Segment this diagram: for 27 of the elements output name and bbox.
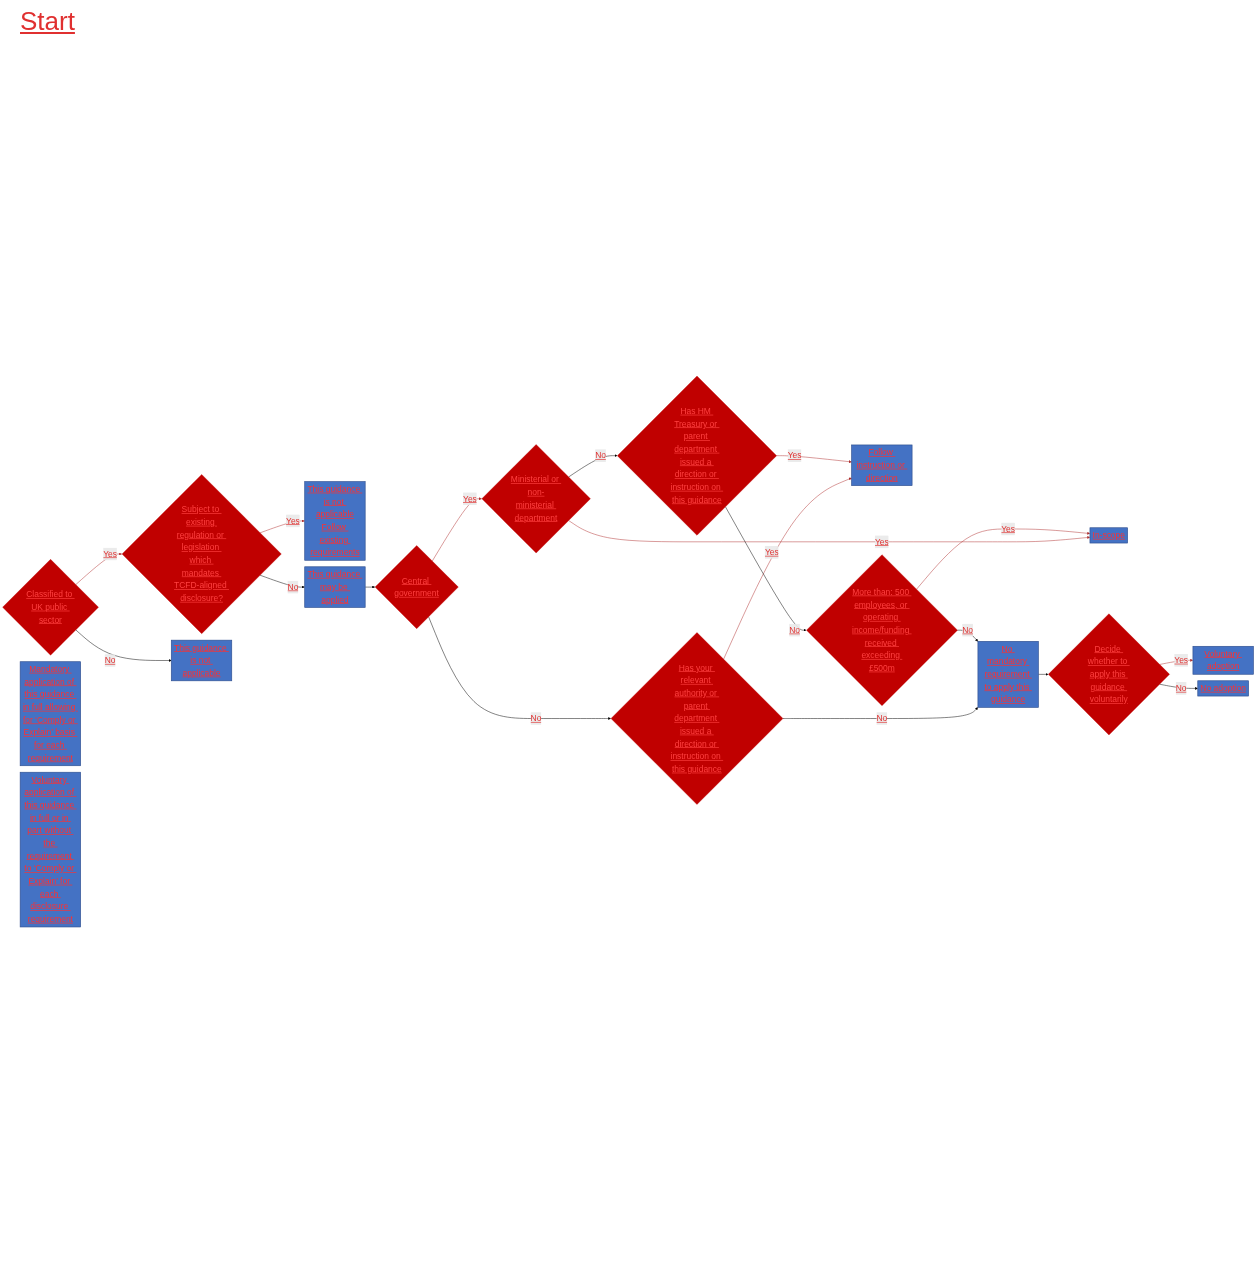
node-box: Voluntary application of this guidance in full or in part without the requirement to ‘Comply or Explain’ for each disclosure requirement — [19, 771, 81, 928]
edge-label: Yes — [1174, 655, 1189, 665]
node-box: This guidance is not applicable — [170, 639, 233, 682]
node-box: Mandatory application of this guidance in full allowing for ‘Comply or Explain’ basis for each requirement — [19, 661, 81, 767]
edge-label: No — [1175, 683, 1187, 694]
edge-label: No — [530, 713, 542, 724]
edge-label: No — [595, 450, 606, 461]
edge-label: Yes — [286, 515, 300, 526]
edge-label: Yes — [1001, 523, 1016, 534]
edge-label: Yes — [463, 493, 477, 504]
edge-label: No — [876, 713, 888, 724]
edge-label: No — [287, 582, 299, 592]
start-label: Start — [20, 6, 75, 36]
node-box: This guidance may be applied — [304, 566, 366, 608]
edge-label: Yes — [787, 450, 802, 461]
node-box: No mandatory requirement to apply this guidance — [977, 641, 1039, 708]
edge-label: No — [962, 625, 974, 635]
edge-label: No — [789, 625, 800, 635]
node-box: Follow instruction or direction — [851, 444, 913, 486]
node-box: This guidance is not applicable Follow existing requirements — [304, 481, 366, 561]
node-box: In-scope — [1089, 527, 1128, 544]
edge-label: No — [104, 655, 116, 666]
edge-label: Yes — [874, 536, 889, 547]
edge-label: Yes — [764, 547, 779, 558]
node-box: Voluntary adoption — [1192, 646, 1254, 675]
node-box: No adoption — [1197, 680, 1249, 697]
edge-label: Yes — [103, 548, 117, 559]
